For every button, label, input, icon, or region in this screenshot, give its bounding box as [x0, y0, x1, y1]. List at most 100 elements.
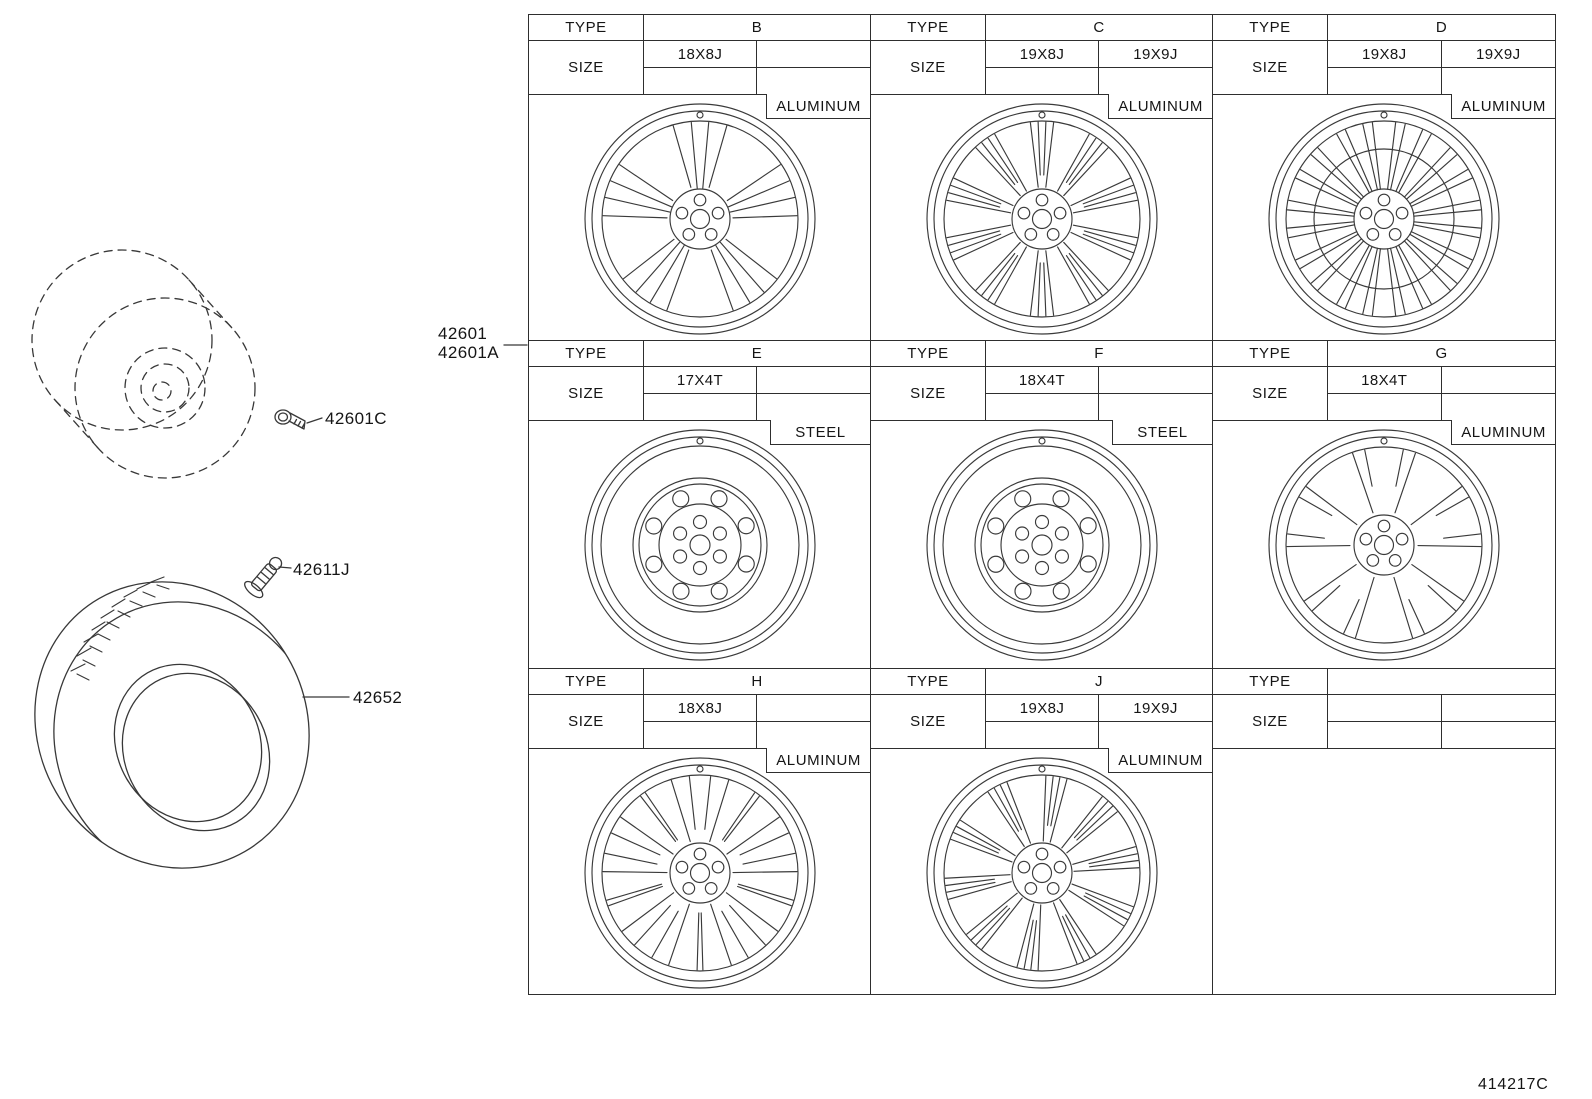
- type-row: TYPE H: [529, 669, 870, 695]
- type-value-b: B: [751, 19, 763, 36]
- wheel-illustration-10-spoke-aluminum: [923, 100, 1161, 338]
- size-row: SIZE 19X8J 19X9J: [871, 695, 1212, 749]
- size-empty: [986, 722, 1099, 748]
- type-row: TYPE C: [871, 15, 1212, 41]
- type-header: TYPE: [1213, 15, 1328, 40]
- leader-42601C: [306, 417, 323, 424]
- size-empty: [1328, 722, 1442, 748]
- material-badge: ALUMINUM: [1108, 94, 1212, 119]
- wheel-area-empty: [1213, 749, 1555, 994]
- part-number-42601C: 42601C: [325, 409, 387, 428]
- part-number-42652: 42652: [353, 688, 403, 707]
- size-empty: [757, 722, 870, 748]
- size-value-1: 17X4T: [644, 367, 757, 394]
- size-row: SIZE 19X8J 19X9J: [1213, 41, 1555, 95]
- size-header: SIZE: [529, 367, 644, 420]
- size-empty: [1099, 394, 1212, 420]
- wheel-illustration-none: [1265, 754, 1503, 992]
- type-header: TYPE: [529, 341, 644, 366]
- size-header: SIZE: [1213, 367, 1328, 420]
- size-empty: [1328, 394, 1442, 420]
- type-value-empty: [1328, 669, 1555, 694]
- size-empty: [757, 68, 870, 94]
- wheel-illustration-steel: [923, 426, 1161, 664]
- size-value-2: [757, 41, 870, 68]
- size-value-2: 19X9J: [1441, 41, 1555, 68]
- wheel-cell-h: TYPE H SIZE 18X8J ALUMINUM: [529, 669, 871, 994]
- size-header: SIZE: [529, 41, 644, 94]
- wheel-area: ALUMINUM: [529, 748, 870, 994]
- size-empty: [1328, 68, 1442, 94]
- illustration-panel: 42601 42601A 42601C 42611J 42652: [0, 0, 560, 1099]
- size-value-2: [757, 367, 870, 394]
- wheel-area: ALUMINUM: [1213, 94, 1555, 340]
- type-row: TYPE G: [1213, 341, 1555, 367]
- material-badge: ALUMINUM: [766, 94, 870, 119]
- type-row: TYPE D: [1213, 15, 1555, 41]
- material-badge: ALUMINUM: [766, 748, 870, 773]
- size-value-1: 19X8J: [986, 41, 1099, 68]
- wheel-area: ALUMINUM: [871, 94, 1212, 340]
- size-value-2: [757, 695, 870, 722]
- size-empty: [1099, 722, 1212, 748]
- size-value-1: 19X8J: [986, 695, 1099, 722]
- wheel-area: ALUMINUM: [1213, 420, 1555, 668]
- wheel-nut-sketch: [274, 409, 306, 430]
- wheel-illustration-steel: [581, 426, 819, 664]
- wheel-area: STEEL: [529, 420, 870, 668]
- tire-sketch: [34, 576, 323, 883]
- size-value-2: [1441, 367, 1555, 394]
- wheel-illustration-5-spoke-star-aluminum: [1265, 426, 1503, 664]
- wheel-cell-g: TYPE G SIZE 18X4T ALUMINUM: [1213, 341, 1555, 669]
- size-empty: [986, 68, 1099, 94]
- tread-hatching: [70, 576, 170, 681]
- size-row: SIZE 18X4T: [1213, 367, 1555, 421]
- wheel-illustration-mesh-aluminum: [1265, 100, 1503, 338]
- part-number-42601: 42601 42601A: [438, 324, 499, 362]
- size-empty: [644, 68, 757, 94]
- type-value-c: C: [1093, 19, 1105, 36]
- part-number-42611J: 42611J: [293, 560, 350, 579]
- size-value-2: 19X9J: [1099, 695, 1212, 722]
- size-row: SIZE 19X8J 19X9J: [871, 41, 1212, 95]
- wheel-cell-d: TYPE D SIZE 19X8J 19X9J ALUMINUM: [1213, 15, 1555, 341]
- wheel-cell-b: TYPE B SIZE 18X8J ALUMINUM: [529, 15, 871, 341]
- left-illustrations: [31, 249, 528, 883]
- leader-42611J: [278, 566, 292, 569]
- diagram-code: 414217C: [1478, 1076, 1549, 1093]
- material-badge: STEEL: [770, 420, 870, 445]
- type-header: TYPE: [529, 15, 644, 40]
- size-value-1: 18X4T: [986, 367, 1099, 394]
- size-empty: [1442, 394, 1556, 420]
- wheel-illustration-10-spoke-directional-aluminum: [923, 754, 1161, 992]
- type-value-g: G: [1435, 345, 1448, 362]
- wheel-illustration-split-spoke-aluminum: [581, 754, 819, 992]
- size-value-1: 18X8J: [644, 41, 757, 68]
- type-header: TYPE: [871, 15, 986, 40]
- wheel-cell-f: TYPE F SIZE 18X4T STEEL: [871, 341, 1213, 669]
- material-badge: STEEL: [1112, 420, 1212, 445]
- size-header: SIZE: [1213, 41, 1328, 94]
- size-value-1: [1328, 695, 1442, 722]
- wheel-illustration-5-double-spoke-aluminum: [581, 100, 819, 338]
- type-row: TYPE B: [529, 15, 870, 41]
- material-badge: ALUMINUM: [1451, 420, 1555, 445]
- type-row: TYPE J: [871, 669, 1212, 695]
- type-header: TYPE: [871, 669, 986, 694]
- type-value-j: J: [1095, 673, 1103, 690]
- type-value-h: H: [751, 673, 763, 690]
- size-header: SIZE: [871, 695, 986, 748]
- size-row: SIZE 17X4T: [529, 367, 870, 421]
- material-badge: ALUMINUM: [1451, 94, 1555, 119]
- type-row: TYPE: [1213, 669, 1555, 695]
- size-value-2: [1441, 695, 1555, 722]
- size-header: SIZE: [529, 695, 644, 748]
- type-header: TYPE: [529, 669, 644, 694]
- size-row: SIZE 18X8J: [529, 695, 870, 749]
- size-empty: [644, 722, 757, 748]
- type-header: TYPE: [871, 341, 986, 366]
- size-empty: [1099, 68, 1212, 94]
- part-number-42601A-line2: 42601A: [438, 343, 500, 362]
- size-empty: [1442, 68, 1556, 94]
